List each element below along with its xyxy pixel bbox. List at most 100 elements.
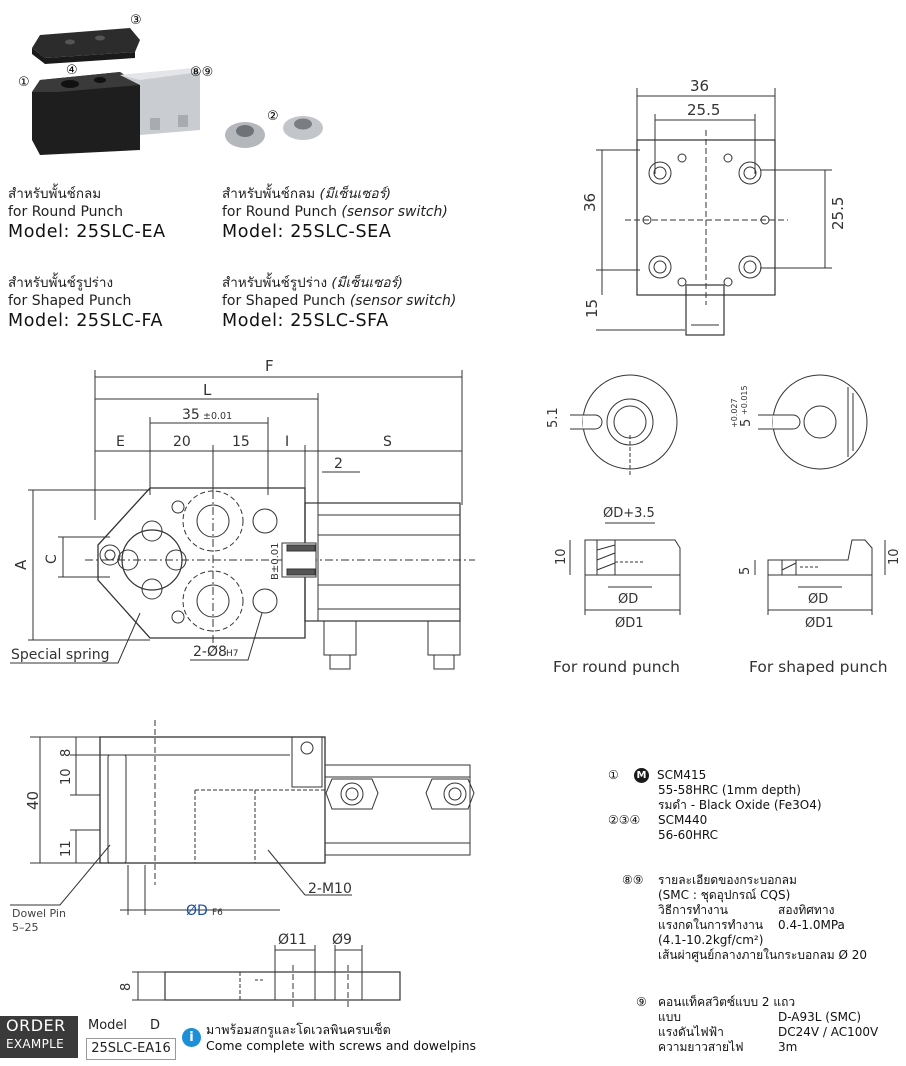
spec2-b: 56-60HRC	[658, 828, 719, 842]
dowel-range: 5–25	[12, 921, 39, 934]
spec1-c: รมดำ - Black Oxide (Fe3O4)	[658, 798, 822, 812]
round-d: ØD	[618, 592, 638, 607]
side-view-drawing: 8 10 40 11 Dowel Pin 5–25 ØD F6 2-M10	[10, 720, 475, 934]
shaped-tol-dn: +0.015	[740, 385, 749, 415]
spec2-a: SCM440	[658, 813, 708, 827]
part-2-label: ②	[267, 109, 279, 124]
spec4-row1-k: แบบ	[658, 1010, 681, 1024]
round-dtop: ØD+3.5	[603, 506, 655, 521]
order-sub: EXAMPLE	[6, 1037, 64, 1051]
spec4-row2-v: DC24V / AC100V	[778, 1025, 879, 1039]
model-sea: สำหรับพั้นช์กลม (มีเซ็นเซอร์) for Round …	[222, 186, 448, 243]
spec3-d: เส้นผ่าศูนย์กลางภายในกระบอกลม Ø 20	[658, 948, 868, 962]
info-icon: i	[182, 1028, 201, 1047]
bottom-d8: 8	[119, 983, 134, 991]
spec4-row3-v: 3m	[778, 1040, 798, 1054]
model-sea-code: Model: 25SLC-SEA	[222, 222, 392, 242]
spec3-c: (4.1-10.2kgf/cm²)	[658, 933, 764, 947]
model-sea-th-note: (มีเซ็นเซอร์)	[319, 186, 392, 202]
df-label: ØD	[186, 903, 208, 919]
product-image: ③ ① ④ ⑧⑨ ②	[18, 13, 323, 155]
side-dim-40: 40	[24, 791, 42, 810]
dim-2: 2	[334, 456, 343, 472]
top-h-outer: 36	[581, 193, 599, 212]
spec3-row1-v: สองทิศทาง	[778, 903, 835, 917]
spec3-num: ⑧⑨	[622, 873, 644, 887]
model-sfa-en: for Shaped Punch	[222, 293, 350, 309]
model-sea-en-note: (sensor switch)	[341, 204, 448, 220]
model-fa: สำหรับพั้นช์รูปร่าง for Shaped Punch Mod…	[8, 275, 163, 332]
side-dim-8: 8	[59, 749, 74, 757]
holes-label: 2-Ø8	[193, 644, 227, 660]
spec4-a: คอนแท็คสวิตซ์แบบ 2 แถว	[658, 995, 796, 1009]
top-h-inner: 25.5	[829, 197, 847, 230]
side-dim-10: 10	[59, 768, 74, 785]
bottom-d11: Ø11	[278, 932, 307, 948]
top-w-outer: 36	[690, 77, 709, 95]
shaped-d: ØD	[808, 592, 828, 607]
dim-20: 20	[173, 434, 191, 450]
model-sfa: สำหรับพั้นช์รูปร่าง (มีเซ็นเซอร์) for Sh…	[222, 275, 456, 332]
dim-e: E	[116, 434, 125, 450]
part-1-label: ①	[18, 75, 30, 90]
spec4-row3-k: ความยาวสายไฟ	[658, 1040, 744, 1054]
dim-i: I	[285, 434, 289, 450]
model-fa-code: Model: 25SLC-FA	[8, 311, 164, 331]
order-model-label: Model	[88, 1018, 128, 1033]
top-view-drawing: 36 25.5 36 25.5 15	[581, 77, 847, 336]
top-h-bottom: 15	[583, 299, 601, 318]
round-slot-dim: 5.1	[546, 407, 561, 428]
dowel-pin-label: Dowel Pin	[12, 907, 66, 920]
special-spring-label: Special spring	[11, 647, 109, 663]
round-h: 10	[554, 548, 569, 565]
shaped-d1: ØD1	[805, 616, 834, 631]
model-fa-th: สำหรับพั้นช์รูปร่าง	[8, 275, 114, 291]
model-sea-en: for Round Punch	[222, 204, 342, 220]
spec2-num: ②③④	[608, 813, 641, 827]
spec3-row2-v: 0.4-1.0MPa	[778, 918, 845, 932]
order-note: มาพร้อมสกรูและโดเวลพินครบเซ็ต Come compl…	[206, 1022, 476, 1054]
spec3-a: รายละเอียดของกระบอกลม	[658, 873, 797, 887]
spec1-b: 55-58HRC (1mm depth)	[658, 783, 801, 797]
spec-cylinder: ⑧⑨ รายละเอียดของกระบอกลม (SMC : ชุดอุปกร…	[622, 873, 867, 963]
model-sea-th: สำหรับพั้นช์กลม	[222, 186, 320, 202]
model-ea: สำหรับพั้นช์กลม for Round Punch Model: 2…	[8, 186, 166, 243]
round-punch-label: For round punch	[553, 658, 680, 676]
top-w-inner: 25.5	[687, 101, 720, 119]
bottom-d9: Ø9	[332, 932, 352, 948]
note-en: Come complete with screws and dowelpins	[206, 1038, 477, 1053]
dim-s: S	[383, 434, 392, 450]
dim-l: L	[203, 381, 212, 399]
model-ea-code: Model: 25SLC-EA	[8, 222, 166, 242]
washer-drawings: 5.1 5 +0.027 +0.015 ØD+3.5 10 ØD ØD1 5 1…	[546, 374, 902, 676]
main-view-drawing: F L 35 ±0.01 E 20 15 I S 2 A C B±0.01 Sp…	[10, 357, 475, 670]
part-89-label: ⑧⑨	[190, 65, 213, 80]
m-material-icon: M	[634, 768, 649, 783]
dim-35: 35	[182, 407, 200, 423]
m10-label: 2-M10	[308, 881, 352, 897]
dim-f: F	[265, 357, 274, 375]
holes-tol: H7	[226, 649, 239, 659]
model-sfa-code: Model: 25SLC-SFA	[222, 311, 389, 331]
spec3-row1-k: วิธีการทำงาน	[658, 903, 728, 917]
model-sfa-th: สำหรับพั้นช์รูปร่าง	[222, 275, 332, 291]
part-4-label: ④	[66, 63, 78, 78]
order-example-badge: ORDER EXAMPLE	[0, 1016, 78, 1058]
dim-a: A	[12, 559, 30, 570]
dim-c: C	[44, 554, 60, 564]
model-sfa-en-note: (sensor switch)	[349, 293, 457, 309]
part-3-label: ③	[130, 13, 142, 28]
spec-m: ① M SCM415 55-58HRC (1mm depth) รมดำ - B…	[608, 768, 822, 843]
round-d1: ØD1	[615, 616, 644, 631]
shaped-h-right: 10	[887, 548, 902, 565]
note-th: มาพร้อมสกรูและโดเวลพินครบเซ็ต	[206, 1022, 391, 1037]
order-title: ORDER	[6, 1016, 66, 1035]
shaped-punch-label: For shaped punch	[749, 658, 888, 676]
dim-b: B±0.01	[270, 542, 281, 580]
shaped-h-left: 5	[738, 567, 753, 575]
order-d-label: D	[150, 1018, 161, 1033]
spec3-row2-k: แรงกดในการทำงาน	[658, 918, 764, 932]
model-sfa-th-note: (มีเซ็นเซอร์)	[331, 275, 403, 291]
model-ea-en: for Round Punch	[8, 204, 123, 220]
order-code: 25SLC-EA16	[86, 1038, 176, 1060]
